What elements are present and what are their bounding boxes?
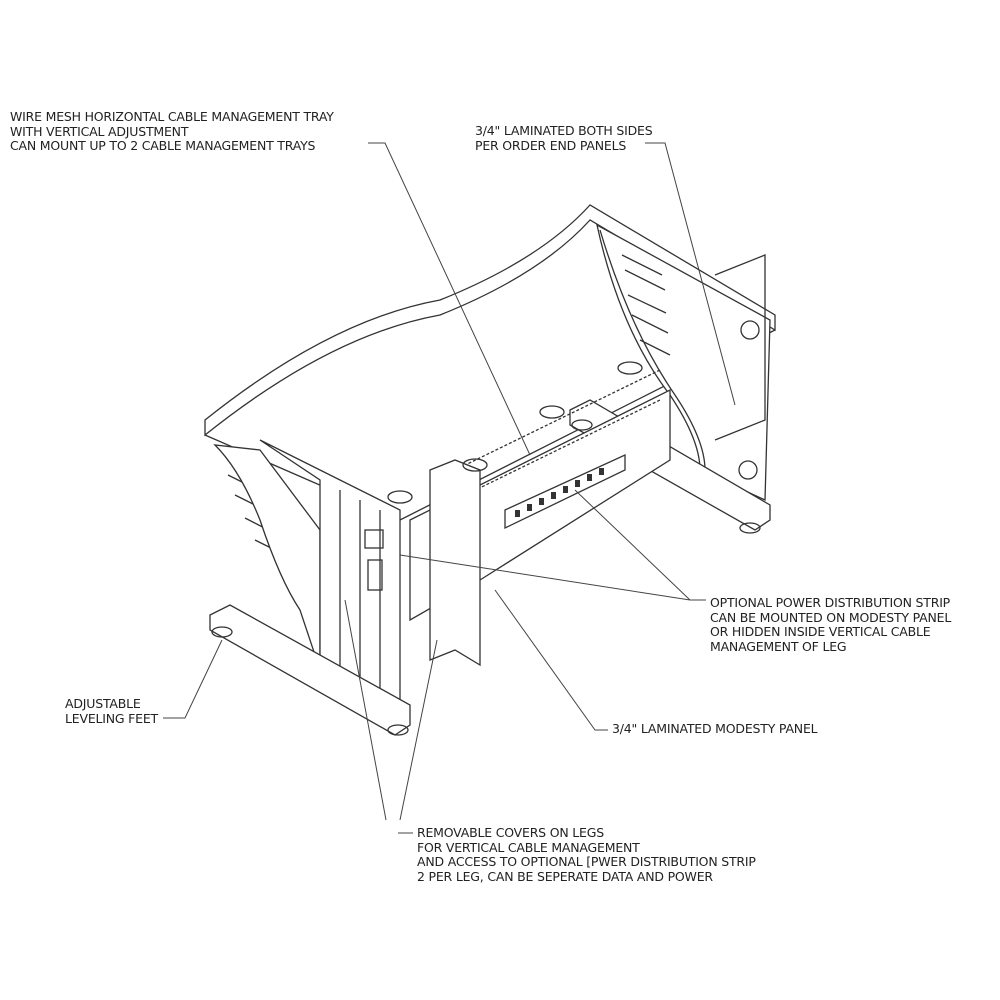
callout-line: MANAGEMENT OF LEG [710, 638, 847, 654]
callout-line: 3/4" LAMINATED BOTH SIDES [475, 123, 653, 138]
callout-line: ADJUSTABLE [65, 696, 141, 711]
callout-line: CAN MOUNT UP TO 2 CABLE MANAGEMENT TRAYS [10, 138, 316, 153]
callout-line: REMOVABLE COVERS ON LEGS [417, 825, 604, 840]
callout-line: AND ACCESS TO OPTIONAL [PWER DISTRIBUTIO… [417, 854, 756, 869]
rear-mesh [714, 254, 766, 441]
callout-line: WIRE MESH HORIZONTAL CABLE MANAGEMENT TR… [10, 109, 334, 124]
leader-lines [163, 142, 736, 834]
callout-line: CAN BE MOUNTED ON MODESTY PANEL [710, 609, 952, 625]
callout-modesty-panel: 3/4" LAMINATED MODESTY PANEL [612, 721, 818, 737]
callout-line: FOR VERTICAL CABLE MANAGEMENT [417, 839, 640, 855]
callout-line: PER ORDER END PANELS [475, 137, 627, 153]
callout-power-strip: OPTIONAL POWER DISTRIBUTION STRIP CAN BE… [710, 595, 952, 654]
callout-line: WITH VERTICAL ADJUSTMENT [10, 123, 189, 139]
callout-line: LEVELING FEET [65, 710, 158, 726]
left-foot-bar [209, 604, 411, 736]
callout-leveling-feet: ADJUSTABLE LEVELING FEET [65, 696, 158, 726]
callout-line: 3/4" LAMINATED MODESTY PANEL [612, 721, 818, 736]
left-end-panel [213, 444, 321, 671]
callout-leg-covers: REMOVABLE COVERS ON LEGS FOR VERTICAL CA… [417, 825, 756, 884]
callout-line: OPTIONAL POWER DISTRIBUTION STRIP [710, 595, 951, 610]
power-outlets [515, 468, 604, 517]
callout-cable-tray: WIRE MESH HORIZONTAL CABLE MANAGEMENT TR… [10, 109, 334, 154]
callout-line: 2 PER LEG, CAN BE SEPERATE DATA AND POWE… [417, 868, 713, 884]
callout-line: OR HIDDEN INSIDE VERTICAL CABLE [710, 624, 931, 639]
leg-cover [429, 459, 481, 667]
callout-end-panels: 3/4" LAMINATED BOTH SIDES PER ORDER END … [475, 123, 653, 153]
